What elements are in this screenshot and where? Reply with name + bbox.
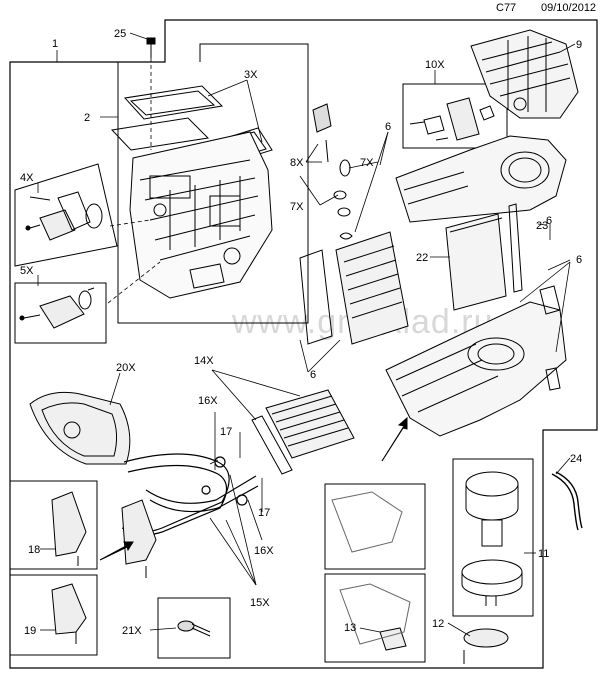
frame-5x [14,282,107,344]
callout-15x: 15X [250,597,270,609]
part-6-upper-housing [395,135,567,223]
callout-22: 22 [416,252,428,264]
callout-23: 23 [536,220,548,232]
callout-17b: 17 [258,507,270,519]
callout-21x: 21X [122,625,142,637]
diagram-date: 09/10/2012 [541,2,597,14]
frame-19 [9,574,98,656]
part-10x-assembly [409,97,495,141]
part-evaporator-core [299,231,409,345]
frame-21x [157,597,231,659]
callout-14x: 14X [194,355,214,367]
callout-9: 9 [576,39,582,51]
callout-11: 11 [538,548,549,560]
callout-6c: 6 [576,254,582,266]
main-frame [9,19,598,669]
callout-12: 12 [432,618,444,630]
housing-frame [117,43,309,324]
callout-25: 25 [114,28,126,40]
frame-18 [9,480,98,570]
callout-24: 24 [570,453,582,465]
callout-8x: 8X [290,157,304,169]
callout-6b: 6 [310,369,316,381]
part-6-lower-housing [385,285,567,437]
part-9-duct [470,29,579,119]
callout-10x: 10X [425,59,445,71]
callout-7xa: 7X [360,157,374,169]
part-24-hose [551,471,583,531]
part-25-screw [146,37,156,58]
callout-17a: 17 [220,426,232,438]
callout-2: 2 [84,112,90,124]
part-22-filter [445,213,507,311]
direction-arrows [99,416,408,561]
callout-5x: 5X [20,265,34,277]
frame-10x [402,83,508,149]
part-20x-gasket [29,391,131,465]
frame-photo-13 [324,573,426,663]
frame-photo-top [324,483,426,570]
callout-20x: 20X [116,362,136,374]
part-19-bracket [51,583,87,644]
callout-7xb: 7X [290,201,304,213]
part-4x-actuator [25,191,103,241]
callout-1: 1 [52,38,58,50]
photo-sketches [331,491,411,645]
part-14x-heater-core [251,389,355,475]
part-21x-bolt [177,620,211,637]
frame-11 [452,458,534,617]
callout-16xb: 16X [254,545,274,557]
callout-4x: 4X [20,172,34,184]
diagram-code: C77 [496,2,517,14]
callout-6a: 6 [385,121,391,133]
part-13-sensor [379,627,407,651]
callout-16xa: 16X [198,395,218,407]
part-18-bracket [51,491,87,566]
callout-13: 13 [344,622,356,634]
part-23-seal [508,203,523,293]
part-8x-7x-seals [312,103,353,240]
part-12-resistor [463,628,509,664]
frame-4x [14,163,118,267]
callout-19: 19 [24,625,36,637]
part-2-housing [129,131,273,299]
callout-18: 18 [28,544,40,556]
part-5x-actuator [19,287,95,329]
callout-labels: 1 2 3X 4X 5X 6 6 6 6 7X 7X 8X 9 10X 11 1… [20,28,582,637]
part-11-blower-motor [461,471,523,606]
callout-6d: 6 [546,215,552,227]
callout-3x: 3X [244,69,258,81]
part-bracket-mid [121,499,157,578]
